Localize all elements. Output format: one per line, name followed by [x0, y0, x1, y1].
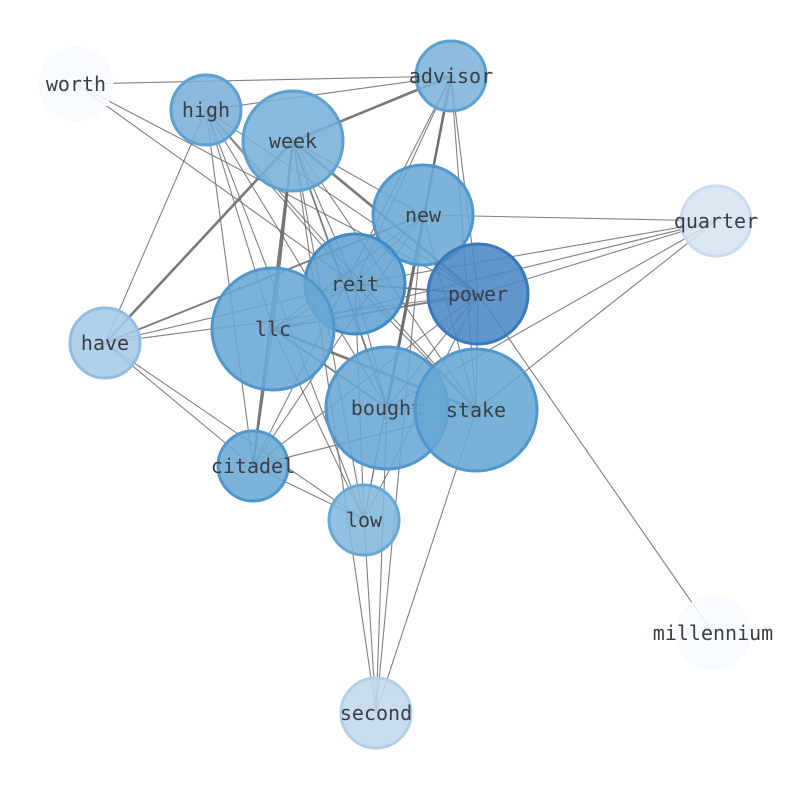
- nodes: worth advisor high week new quarter reit power l…: [38, 39, 773, 750]
- node-circle-power: [426, 242, 530, 346]
- node-quarter: quarter: [674, 184, 758, 258]
- node-label-llc: llc: [255, 317, 291, 341]
- node-label-week: week: [269, 129, 317, 153]
- node-label-stake: stake: [446, 398, 506, 422]
- edge-worth-advisor: [75, 75, 452, 85]
- node-circle-stake: [413, 347, 539, 473]
- node-circle-citadel: [216, 429, 290, 503]
- edge-high-have: [104, 109, 207, 344]
- node-circle-millennium: [675, 595, 751, 671]
- node-label-worth: worth: [46, 72, 106, 96]
- node-label-advisor: advisor: [409, 64, 493, 88]
- node-label-quarter: quarter: [674, 209, 758, 233]
- edge-power-millennium: [477, 293, 714, 634]
- node-low: low: [327, 483, 401, 557]
- node-circle-worth: [38, 46, 114, 122]
- node-label-have: have: [81, 331, 129, 355]
- node-llc: llc: [210, 266, 336, 392]
- node-label-second: second: [340, 701, 412, 725]
- edge-quarter-reit: [354, 220, 717, 285]
- node-label-power: power: [448, 282, 508, 306]
- node-circle-week: [241, 89, 345, 193]
- node-label-high: high: [182, 98, 230, 122]
- node-circle-new: [371, 163, 475, 267]
- node-advisor: advisor: [409, 39, 493, 113]
- node-circle-advisor: [414, 39, 488, 113]
- node-power: power: [426, 242, 530, 346]
- node-label-reit: reit: [331, 272, 379, 296]
- node-circle-quarter: [679, 184, 753, 258]
- node-label-new: new: [405, 203, 442, 227]
- node-week: week: [241, 89, 345, 193]
- node-worth: worth: [38, 46, 114, 122]
- node-citadel: citadel: [211, 429, 295, 503]
- node-label-bought: bought: [351, 396, 423, 420]
- node-circle-second: [339, 676, 413, 750]
- node-circle-high: [169, 73, 243, 147]
- edge-have-low: [104, 342, 365, 521]
- node-bought: bought: [324, 345, 450, 471]
- node-label-millennium: millennium: [653, 621, 773, 645]
- node-millennium: millennium: [653, 595, 773, 671]
- node-circle-have: [68, 306, 142, 380]
- node-high: high: [169, 73, 243, 147]
- node-new: new: [371, 163, 475, 267]
- node-have: have: [68, 306, 142, 380]
- node-circle-llc: [210, 266, 336, 392]
- node-stake: stake: [413, 347, 539, 473]
- node-circle-low: [327, 483, 401, 557]
- edge-high-advisor: [205, 75, 452, 111]
- node-second: second: [339, 676, 413, 750]
- node-label-citadel: citadel: [211, 454, 295, 478]
- node-label-low: low: [346, 508, 383, 532]
